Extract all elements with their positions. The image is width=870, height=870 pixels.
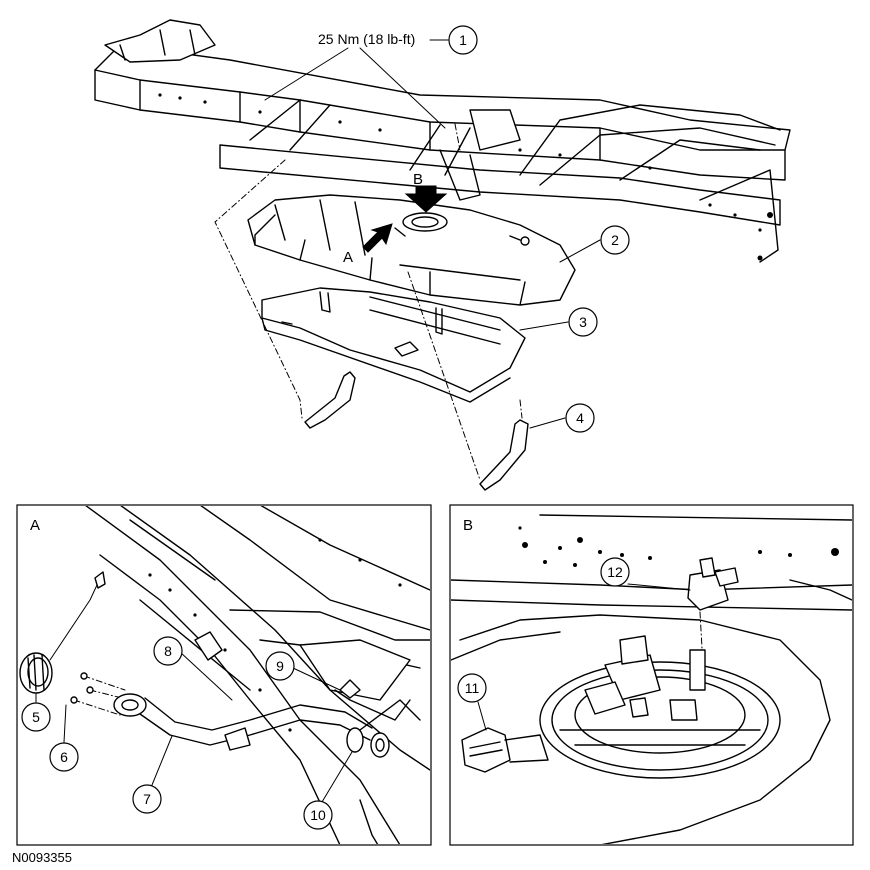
svg-text:4: 4	[576, 410, 584, 426]
callout-5: 5	[21, 692, 51, 732]
view-b-arrow-icon	[404, 185, 448, 213]
fuel-tank	[247, 194, 576, 306]
filler-pipe-neck	[113, 693, 147, 717]
svg-text:5: 5	[32, 709, 40, 725]
detail-panel-a: A	[16, 504, 432, 846]
view-arrows: B A	[343, 171, 448, 266]
callout-6: 6	[49, 704, 79, 772]
svg-text:1: 1	[459, 32, 467, 48]
callout-8: 8	[153, 636, 233, 701]
callout-10: 10	[303, 751, 353, 830]
view-letter-a: A	[343, 249, 353, 266]
view-letter-b: B	[413, 171, 423, 188]
torque-spec-label: 25 Nm (18 lb-ft)	[318, 31, 415, 47]
detail-panel-b: B	[449, 504, 854, 846]
top-callouts: 25 Nm (18 lb-ft) 1 2 3 4	[264, 25, 630, 433]
svg-text:3: 3	[579, 314, 587, 330]
callout-12: 12	[600, 557, 691, 591]
svg-text:10: 10	[310, 807, 326, 823]
svg-text:2: 2	[611, 232, 619, 248]
svg-text:11: 11	[465, 680, 480, 696]
svg-text:12: 12	[607, 564, 623, 580]
callout-2: 2	[600, 225, 630, 255]
callout-11: 11	[457, 673, 487, 731]
callout-4: 4	[565, 403, 595, 433]
callout-1: 1	[448, 25, 478, 55]
callout-3: 3	[568, 307, 598, 337]
tank-shield	[261, 287, 526, 403]
figure-id: N0093355	[12, 850, 72, 865]
tank-straps	[214, 123, 529, 491]
svg-text:6: 6	[60, 749, 68, 765]
panel-a-title: A	[30, 517, 40, 534]
callout-9: 9	[265, 651, 341, 691]
panel-b-title: B	[463, 517, 473, 534]
vehicle-frame	[94, 19, 791, 263]
view-a-arrow-icon	[362, 223, 393, 253]
electrical-connector	[461, 727, 511, 773]
svg-text:7: 7	[143, 791, 151, 807]
svg-text:9: 9	[276, 658, 284, 674]
svg-text:8: 8	[164, 643, 172, 659]
callout-7: 7	[132, 735, 173, 814]
